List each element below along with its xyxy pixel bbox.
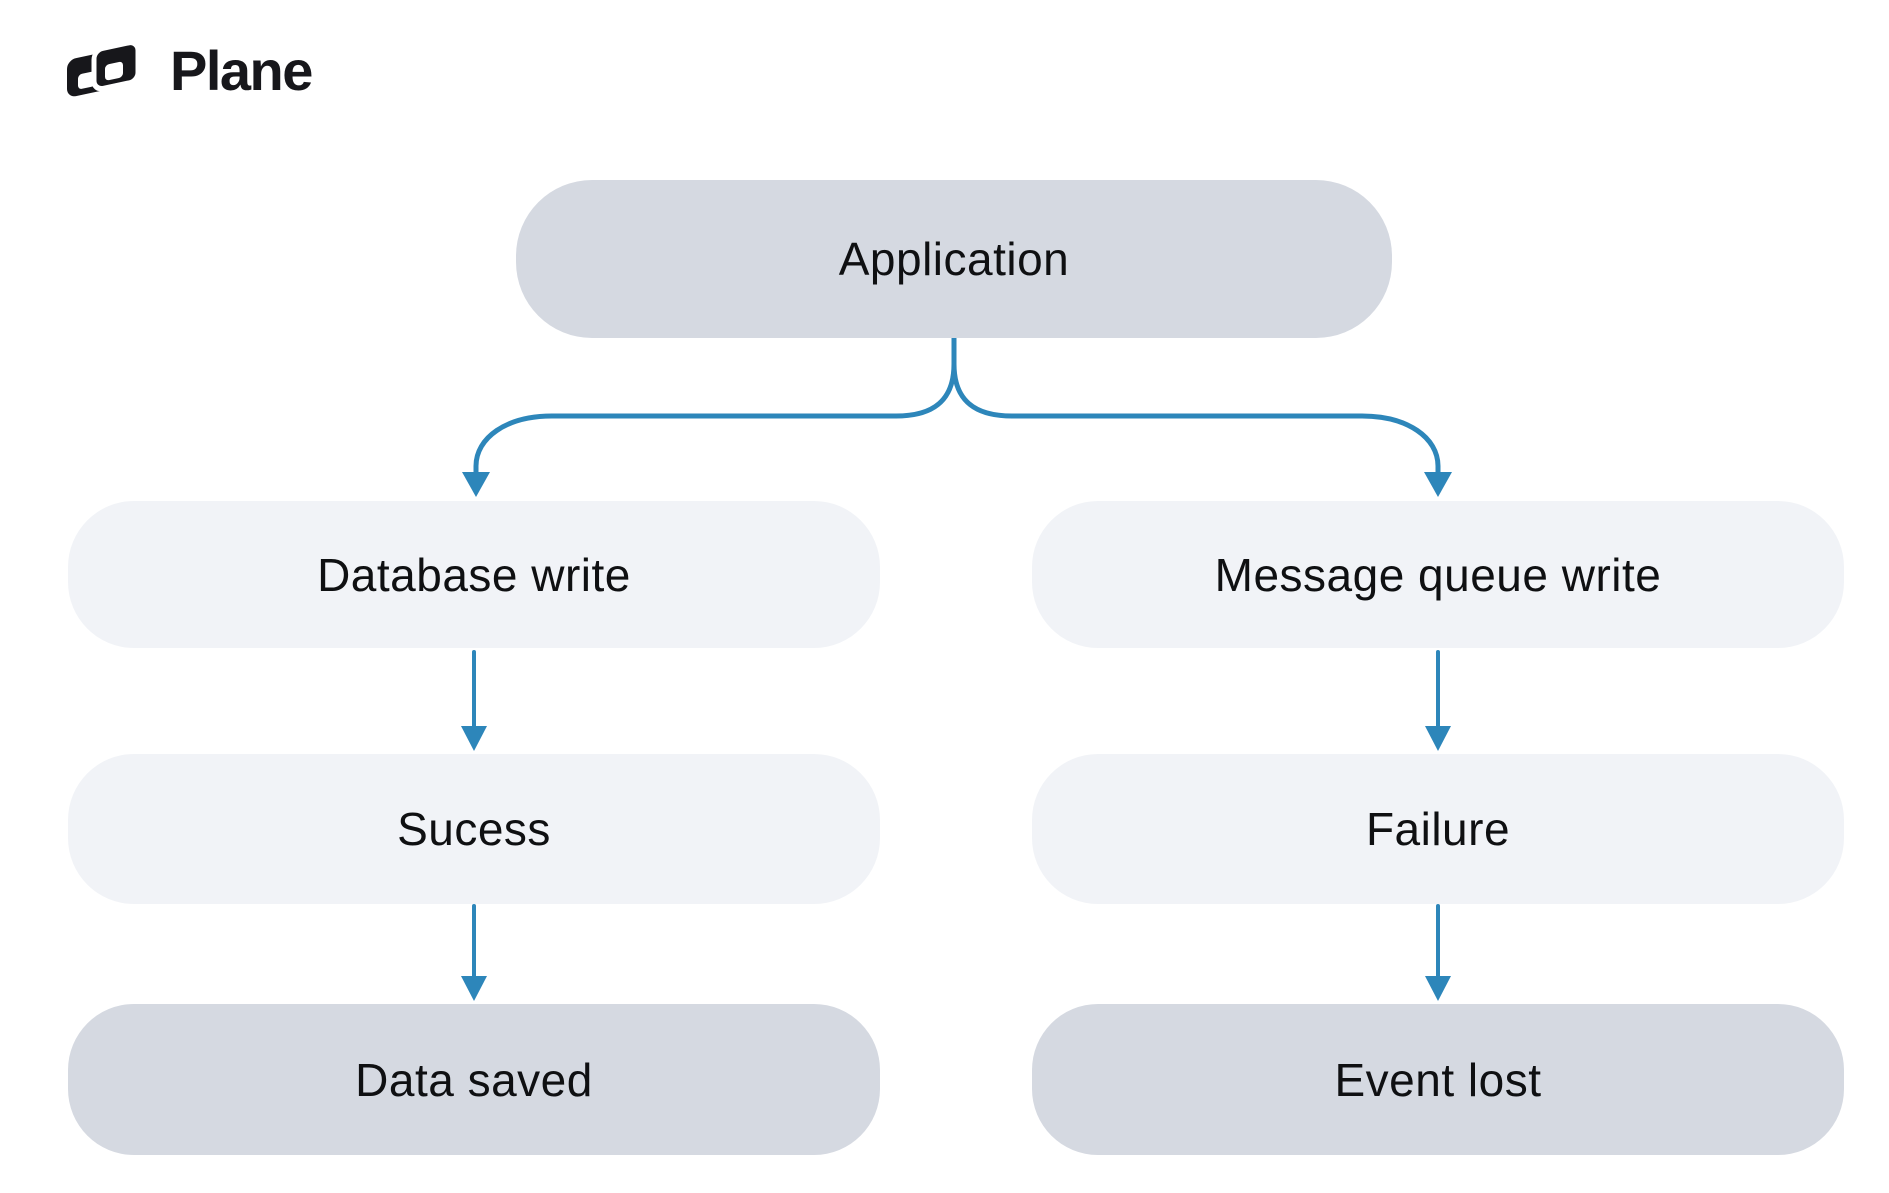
brand-name: Plane: [170, 39, 313, 102]
plane-logo-icon: [67, 40, 141, 97]
edge-failure-event-lost: [1425, 904, 1451, 1001]
node-event-lost-label: Event lost: [1334, 1053, 1542, 1106]
node-application: Application: [516, 180, 1392, 338]
node-message-queue-write: Message queue write: [1032, 501, 1844, 648]
edge-application-database-write: [462, 335, 957, 497]
edge-success-data-saved: [461, 904, 487, 1001]
edge-database-write-success: [461, 650, 487, 751]
node-database-write: Database write: [68, 501, 880, 648]
node-application-label: Application: [838, 233, 1070, 285]
node-data-saved-label: Data saved: [355, 1053, 593, 1106]
brand: Plane: [64, 39, 313, 106]
node-database-write-label: Database write: [317, 548, 631, 601]
edge-message-queue-write-failure: [1425, 650, 1451, 751]
node-event-lost: Event lost: [1032, 1004, 1844, 1155]
node-failure: Failure: [1032, 754, 1844, 904]
node-success-label: Sucess: [397, 803, 551, 855]
node-data-saved: Data saved: [68, 1004, 880, 1155]
edge-application-message-queue-write: [951, 335, 1452, 497]
node-message-queue-write-label: Message queue write: [1214, 548, 1662, 601]
node-success: Sucess: [68, 754, 880, 904]
node-failure-label: Failure: [1365, 803, 1511, 855]
